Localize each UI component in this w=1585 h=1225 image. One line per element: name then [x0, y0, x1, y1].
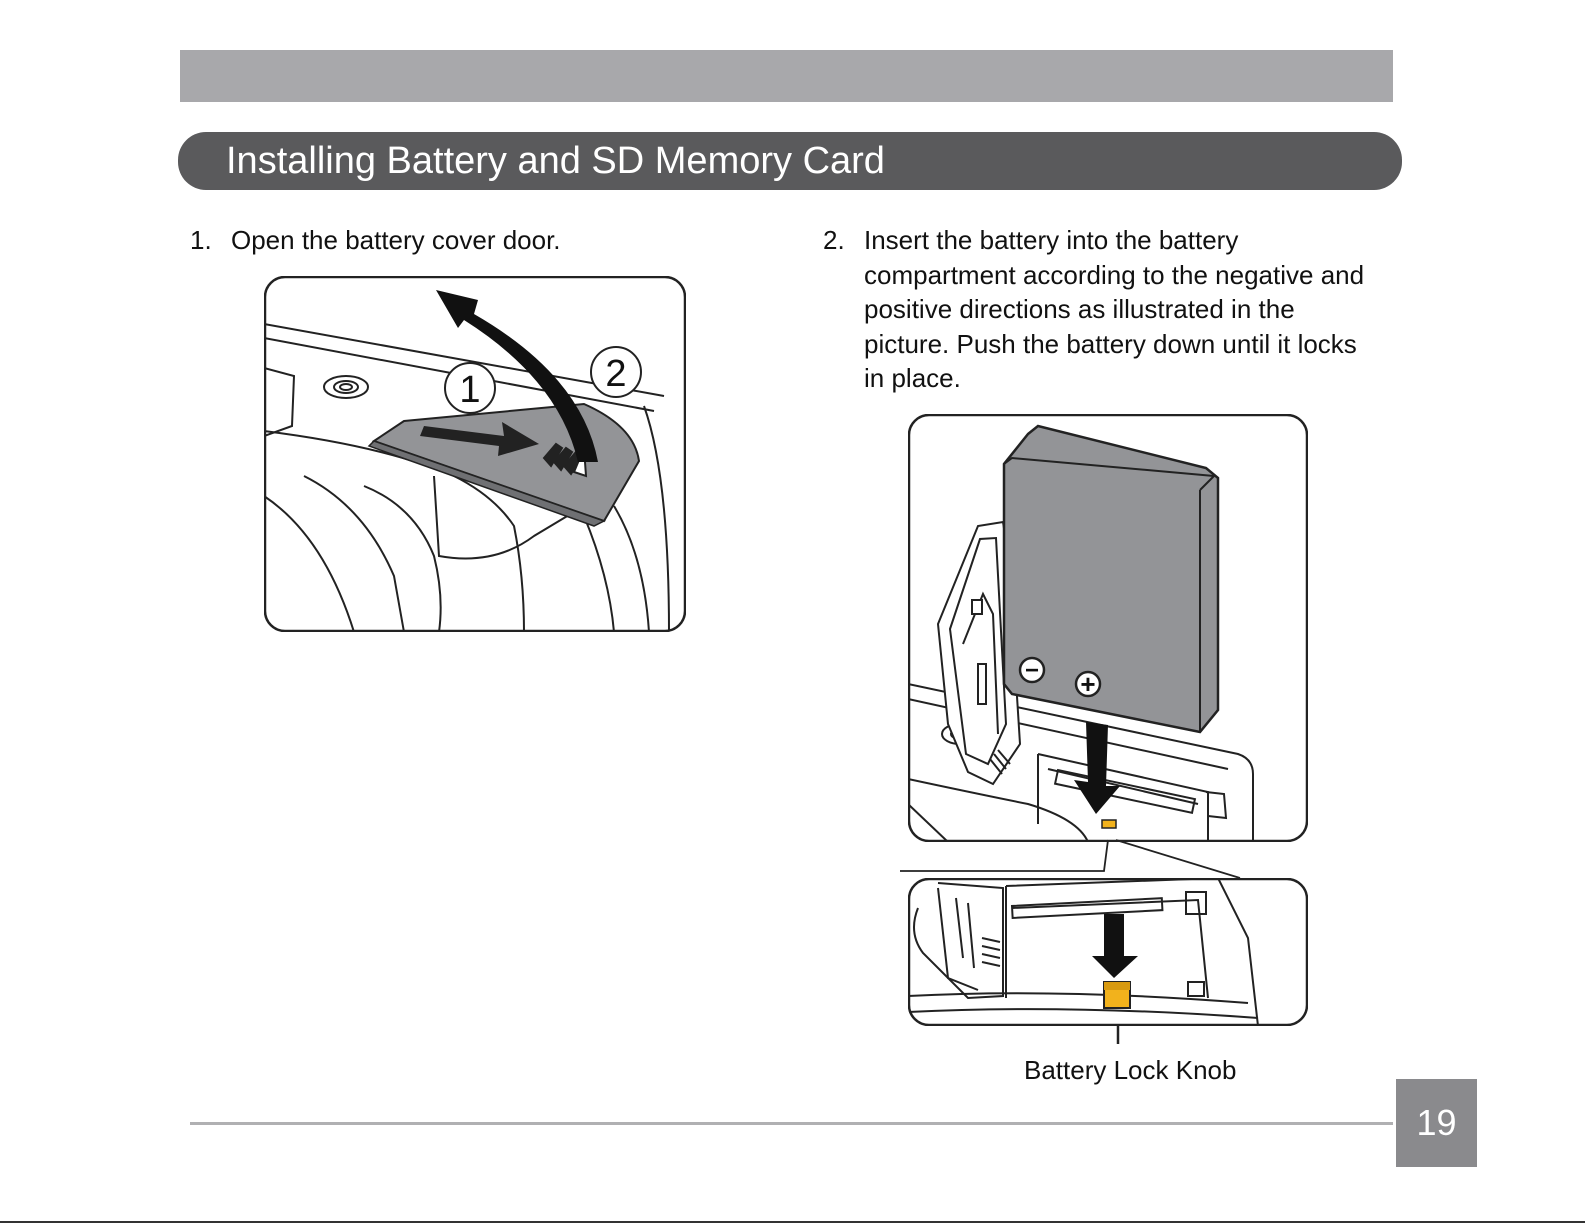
negative-sign: − [1025, 657, 1039, 684]
step-2-number: 2. [823, 223, 845, 258]
page-number-box: 19 [1396, 1079, 1477, 1167]
footer-line [0, 1221, 1585, 1223]
section-header: Installing Battery and SD Memory Card [178, 132, 1402, 190]
page-number: 19 [1416, 1102, 1456, 1143]
battery: − + [1004, 426, 1218, 732]
section-title: Installing Battery and SD Memory Card [226, 140, 885, 182]
lock-knob-small [1102, 820, 1116, 828]
callout-1: 1 [459, 369, 480, 411]
step-2: 2. Insert the battery into the battery c… [823, 223, 1393, 403]
figure-caption: Battery Lock Knob [1024, 1055, 1236, 1086]
step-1-text: Open the battery cover door. [231, 223, 561, 258]
bottom-rule [190, 1122, 1393, 1125]
callout-2: 2 [605, 353, 626, 395]
battery-cover-illustration: 1 2 [264, 276, 686, 632]
battery-insert-illustration: − + [908, 414, 1308, 842]
lock-knob-detail-illustration [908, 878, 1308, 1026]
step-2-text: Insert the battery into the battery comp… [864, 223, 1384, 396]
top-bar [180, 50, 1393, 102]
step-1-number: 1. [190, 223, 212, 258]
positive-sign: + [1080, 669, 1095, 699]
